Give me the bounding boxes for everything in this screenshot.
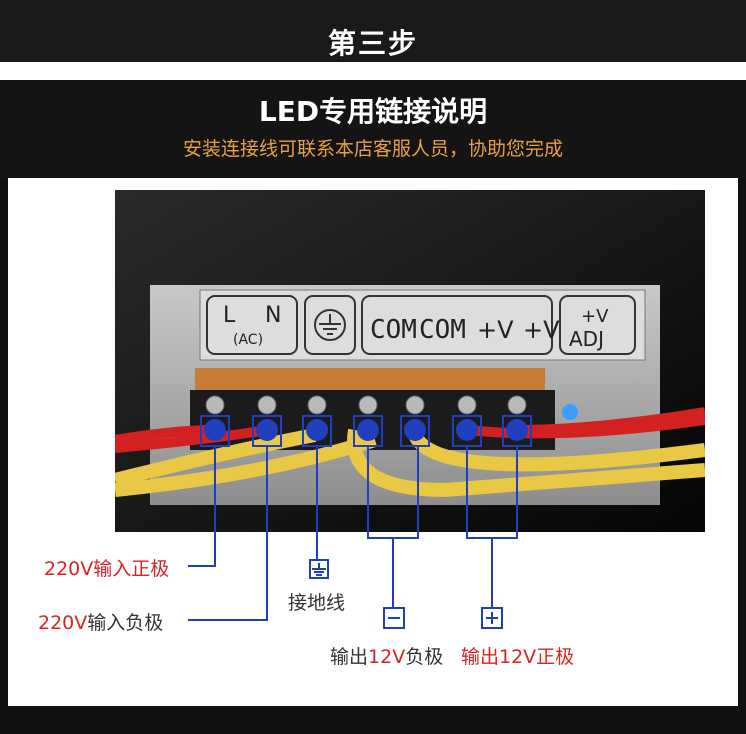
page-subtitle: 安装连接线可联系本店客服人员，协助您完成 [182, 138, 563, 160]
power-supply-illustration: L N (AC) COM COM +V +V +V ADJ [115, 190, 705, 532]
label-input-positive: 220V输入正极 [44, 558, 170, 580]
label-n: N [265, 303, 281, 328]
top-bar [0, 0, 746, 62]
label-com-1: COM [370, 315, 417, 345]
label-output-positive: 输出12V正极 [461, 646, 575, 668]
separator [0, 62, 746, 80]
step-title: 第三步 [327, 27, 418, 60]
terminal-ground-dot [306, 419, 328, 441]
label-com-2: COM [419, 315, 466, 345]
label-v-2: +V [523, 316, 560, 344]
label-output-negative: 输出12V负极 [330, 646, 444, 668]
power-supply-photo: L N (AC) COM COM +V +V +V ADJ [115, 190, 705, 532]
label-v-1: +V [477, 316, 514, 344]
terminal-v2-dot [506, 419, 528, 441]
header-band [0, 80, 746, 178]
terminal-com2-dot [404, 419, 426, 441]
ground-icon [314, 309, 346, 341]
terminal-cover [195, 368, 545, 390]
page-title: LED专用链接说明 [258, 95, 488, 128]
terminal-n-dot [256, 419, 278, 441]
label-adj-bottom: ADJ [569, 327, 604, 351]
terminal-v1-dot [456, 419, 478, 441]
terminal-label-plate [199, 289, 646, 361]
label-l: L [223, 303, 236, 328]
minus-symbol [383, 607, 405, 629]
terminal-l-dot [204, 419, 226, 441]
label-ground: 接地线 [288, 592, 346, 614]
label-adj-top: +V [581, 306, 609, 327]
plus-symbol [481, 607, 503, 629]
terminal-com1-dot [357, 419, 379, 441]
label-ac: (AC) [233, 332, 263, 348]
label-input-negative: 220V输入负极 [38, 612, 164, 634]
